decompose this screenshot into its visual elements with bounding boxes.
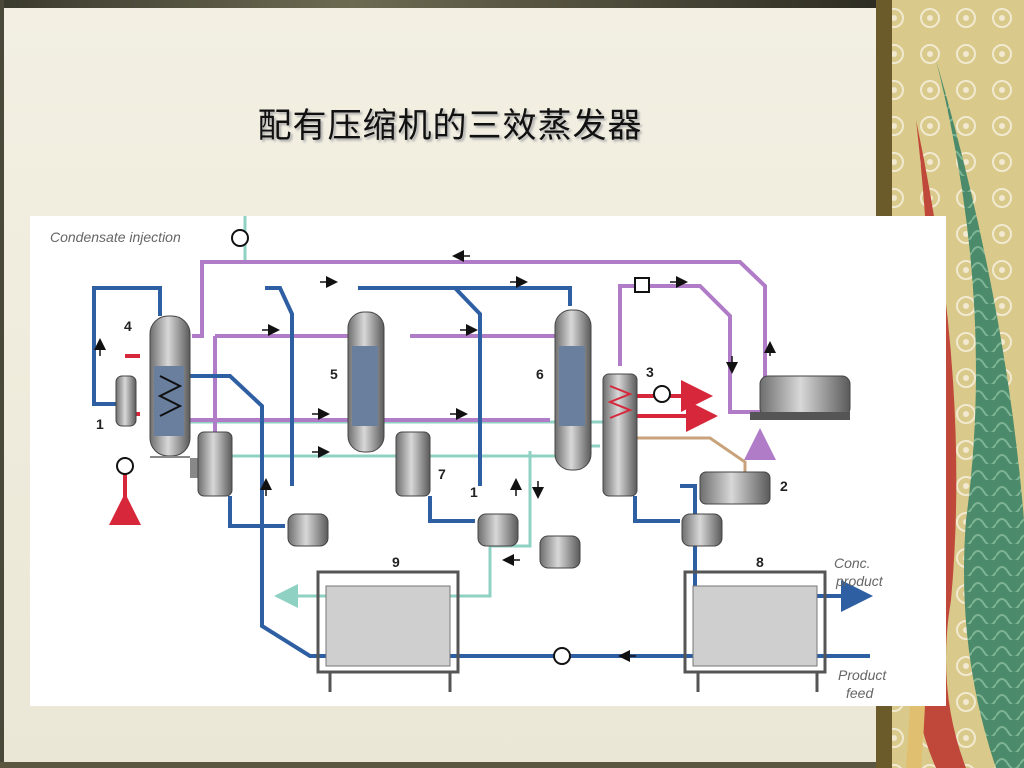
slide-top-border [0, 0, 878, 8]
pump-right [681, 513, 723, 547]
vapour-lines [190, 260, 767, 466]
valve-feed [553, 647, 571, 665]
pump-condensate [539, 535, 581, 569]
slide-left-border [0, 0, 4, 768]
thermocompressor-1 [115, 375, 137, 427]
valve-vapour-top [634, 277, 650, 293]
label-2: 2 [780, 478, 788, 494]
label-9: 9 [392, 554, 400, 570]
label-5: 5 [330, 366, 338, 382]
effect-5-evaporator [347, 311, 431, 497]
vacuum-pump-2 [699, 471, 771, 505]
slide-title: 配有压缩机的三效蒸发器 [257, 106, 643, 146]
mechanical-compressor [750, 375, 851, 420]
plate-heat-exchanger-9 [316, 570, 460, 692]
valve-steam-left [116, 457, 134, 475]
effect-4-evaporator [149, 315, 233, 497]
conc-product-label-line2: product [836, 573, 883, 589]
label-1-mid: 1 [470, 484, 478, 500]
slide-bottom-border [0, 762, 878, 768]
valve-condensate [231, 229, 249, 247]
valve-steam-right [653, 385, 671, 403]
product-feed-label-line2: feed [846, 685, 874, 701]
product-feed-label-line1: Product [838, 667, 887, 683]
label-7: 7 [438, 466, 446, 482]
label-1-left: 1 [96, 416, 104, 432]
conc-product-label-line1: Conc. [834, 555, 871, 571]
label-6: 6 [536, 366, 544, 382]
label-3: 3 [646, 364, 654, 380]
plate-heat-exchanger-8 [683, 570, 827, 692]
effect-6-evaporator [554, 309, 638, 497]
label-8: 8 [756, 554, 764, 570]
condensate-injection-label: Condensate injection [50, 229, 181, 245]
process-schematic [92, 216, 873, 692]
process-diagram: Condensate injection Conc. product Produ… [30, 216, 946, 706]
pump-left [287, 513, 329, 547]
cooling-line [625, 430, 747, 476]
pump-middle [477, 513, 519, 547]
label-4: 4 [124, 318, 132, 334]
flow-direction-arrows [94, 250, 776, 662]
